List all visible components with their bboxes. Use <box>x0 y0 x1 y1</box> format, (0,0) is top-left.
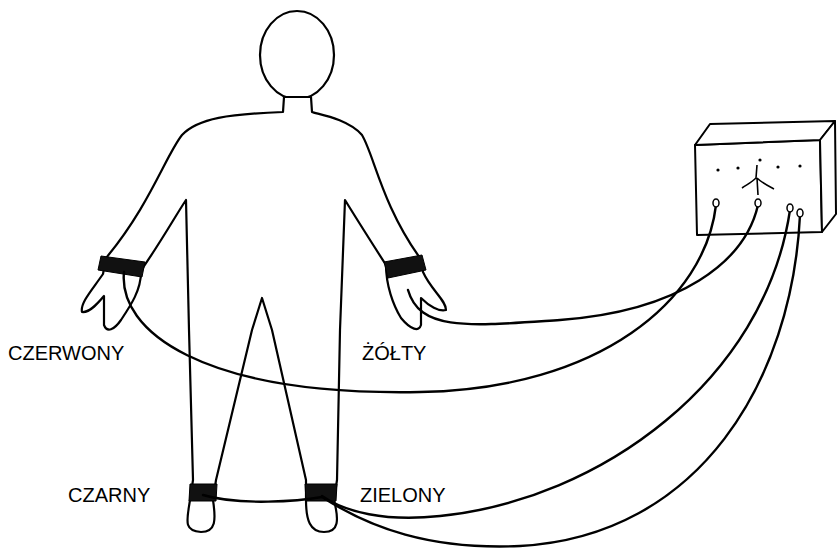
cable-plugs <box>713 199 803 217</box>
red-cable <box>124 205 716 392</box>
black-cable <box>203 215 800 546</box>
box-connector-symbol <box>742 165 774 195</box>
wrist-electrode <box>384 255 426 278</box>
electrode-color-label: CZERWONY <box>6 342 126 364</box>
ecg-box-side <box>820 121 836 232</box>
electrode-color-label: ŻÓŁTY <box>360 342 428 364</box>
electrode-color-label: ZIELONY <box>358 484 448 506</box>
head-outline <box>260 11 334 99</box>
ecg-box-top <box>695 121 835 145</box>
yellow-cable <box>408 205 758 324</box>
electrode-color-label: CZARNY <box>66 484 152 506</box>
box-dots <box>716 158 801 171</box>
green-cable <box>322 210 790 518</box>
wrist-electrode <box>98 256 145 277</box>
